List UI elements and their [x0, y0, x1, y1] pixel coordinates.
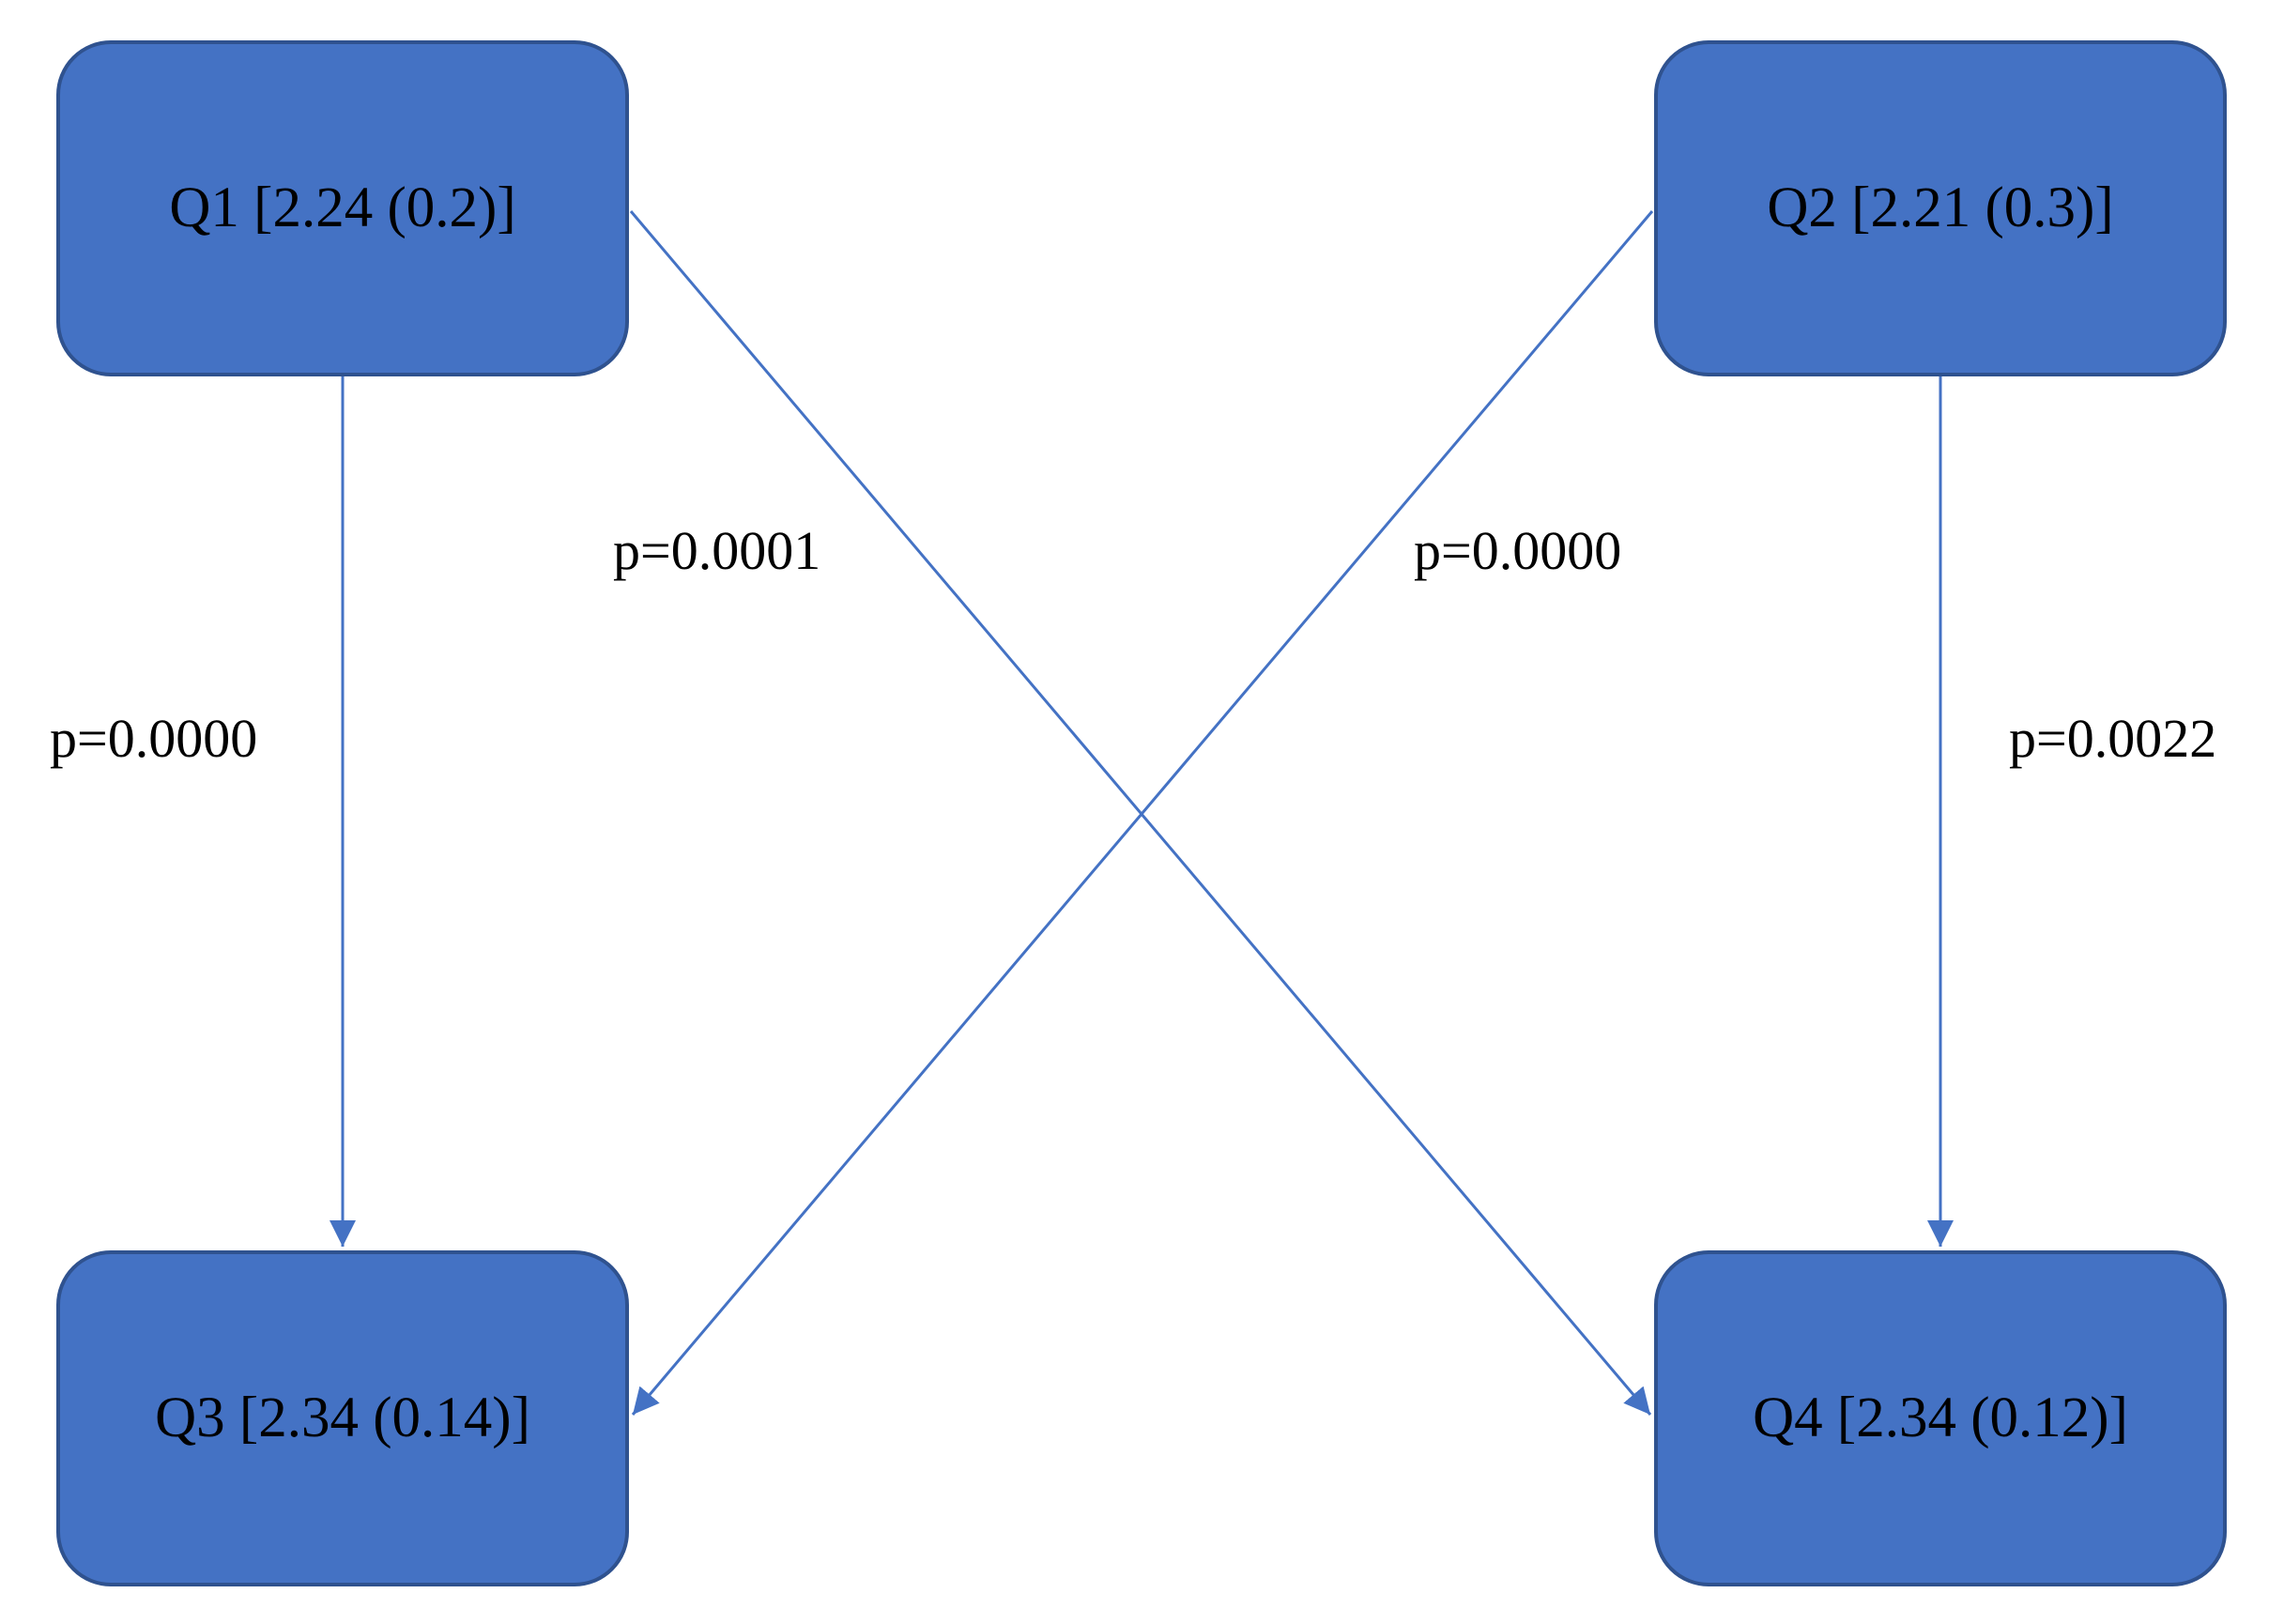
node-q1-label: Q1 [2.24 (0.2)]	[169, 176, 516, 239]
node-q2: Q2 [2.21 (0.3)]	[1654, 40, 2227, 376]
node-q4-label: Q4 [2.34 (0.12)]	[1753, 1387, 2128, 1449]
edge-label-q1-q3: p=0.0000	[50, 708, 258, 769]
edge-label-q2-q4: p=0.0022	[2009, 708, 2217, 769]
node-q1: Q1 [2.24 (0.2)]	[56, 40, 629, 376]
edge-q1-q4	[629, 210, 1652, 1416]
node-q2-label: Q2 [2.21 (0.3)]	[1767, 176, 2114, 239]
edge-q2-q3	[631, 210, 1654, 1416]
node-q3: Q3 [2.34 (0.14)]	[56, 1250, 629, 1586]
node-q4: Q4 [2.34 (0.12)]	[1654, 1250, 2227, 1586]
edge-label-q1-q4: p=0.0001	[613, 520, 821, 581]
edge-label-q2-q3: p=0.0000	[1414, 520, 1622, 581]
node-q3-label: Q3 [2.34 (0.14)]	[155, 1387, 530, 1449]
